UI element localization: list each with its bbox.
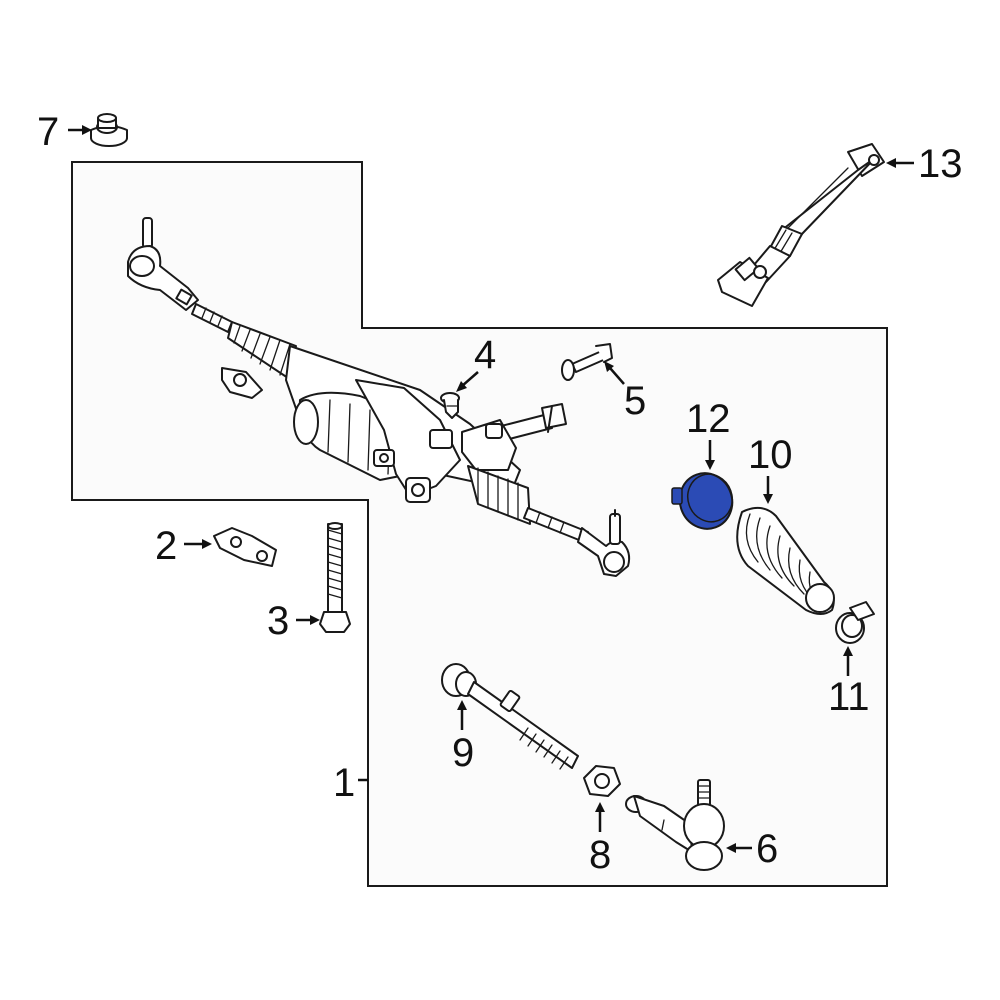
boot-part-10[interactable] xyxy=(736,506,835,615)
callout-labels: 7 13 4 5 12 10 2 3 11 9 1 8 6 xyxy=(37,110,963,877)
leader-lines xyxy=(68,125,914,853)
intermediate-shaft[interactable] xyxy=(717,143,885,307)
nut-part-7[interactable] xyxy=(90,113,128,147)
callout-1: 1 xyxy=(333,761,355,805)
tie-rod-end-part-6[interactable] xyxy=(625,779,725,871)
callout-6: 6 xyxy=(756,827,778,871)
callout-12: 12 xyxy=(686,397,731,441)
callout-8: 8 xyxy=(589,833,611,877)
jam-nut-part-8[interactable] xyxy=(583,765,621,797)
inner-tie-rod-part-9[interactable] xyxy=(441,663,579,770)
clip-part-4[interactable] xyxy=(440,392,460,419)
bolt-part-3[interactable] xyxy=(319,522,351,633)
callout-4: 4 xyxy=(474,333,496,377)
callout-11: 11 xyxy=(828,675,870,719)
callout-3: 3 xyxy=(267,599,289,643)
callout-7: 7 xyxy=(37,110,59,154)
callout-9: 9 xyxy=(452,731,474,775)
clamp-part-11[interactable] xyxy=(835,601,875,644)
callout-10: 10 xyxy=(748,433,793,477)
callout-13: 13 xyxy=(918,142,963,186)
pin-part-5[interactable] xyxy=(561,343,613,381)
bracket-part-2[interactable] xyxy=(213,527,277,567)
callout-5: 5 xyxy=(624,379,646,423)
callout-2: 2 xyxy=(155,524,177,568)
seal-part-12[interactable] xyxy=(671,466,740,536)
steering-rack-assembly[interactable] xyxy=(127,217,631,577)
